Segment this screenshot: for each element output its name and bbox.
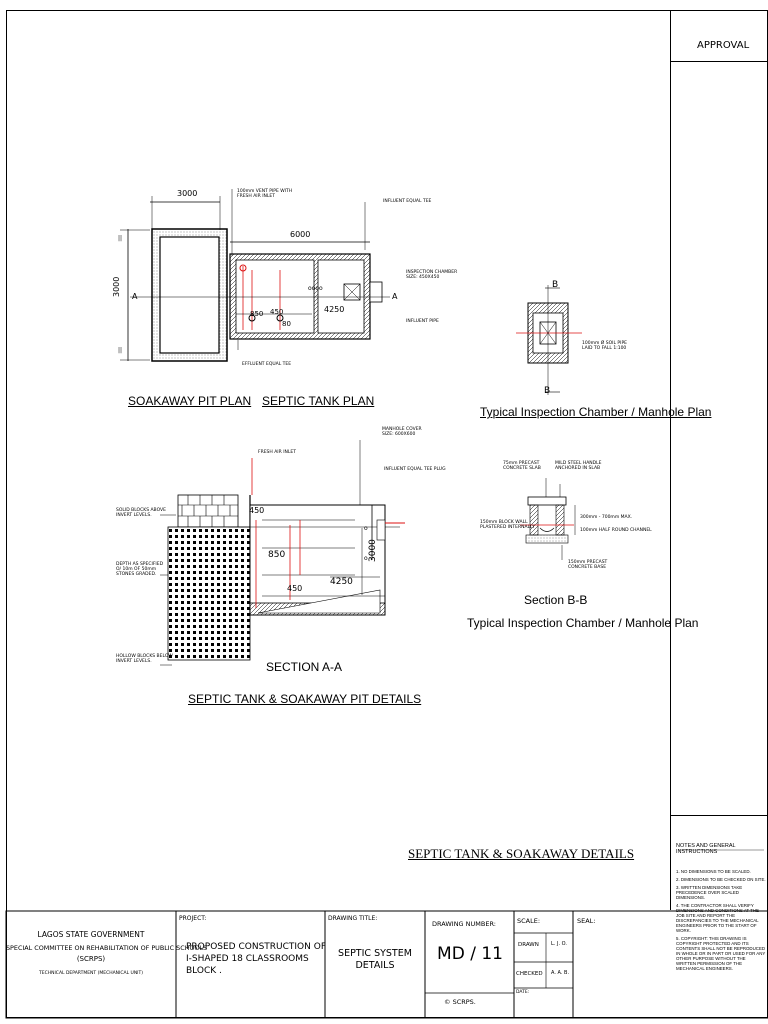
depth-spec-label: DEPTH AS SPECIFIED O/ 10m OF 50mm STONES… [116,562,164,577]
date-label: DATE: [516,990,530,995]
manhole-cover-label: MANHOLE COVER SIZE: 600X600 [382,427,422,437]
fresh-air-label: FRESH AIR INLET [258,450,296,455]
dim-850: 850 [250,310,264,318]
approval-divider [670,61,768,62]
org-block: LAGOS STATE GOVERNMENT SPECIAL COMMITTEE… [6,930,208,976]
septic-tank-plan: oooo [130,189,390,350]
drawing-number-value: MD / 11 [437,944,503,964]
note-1: 1. NO DIMENSIONS TO BE SCALED. [676,869,751,874]
heading-section-aa: SECTION A-A [266,660,343,674]
soakaway-pit-plan: || || [118,196,228,362]
heading-soakaway-plan: SOAKAWAY PIT PLAN [128,394,252,408]
dim-80: 80 [282,320,291,328]
copyright-label: © SCRPS. [444,998,476,1006]
soil-pipe-label: 100mm Ø SOIL PIPE LAID TO FALL 1:100 [582,341,628,351]
org-line-2: SPECIAL COMMITTEE ON REHABILITATION OF P… [6,944,208,952]
drawn-label: DRAWN [518,942,539,948]
heading-manhole-plan-bottom: Typical Inspection Chamber / Manhole Pla… [467,616,699,630]
org-line-4: TECHNICAL DEPARTMENT (MECHANICAL UNIT) [38,971,144,976]
precast-base-label: 150mm PRECAST CONCRETE BASE [568,560,608,570]
section-aa: o o [160,440,405,666]
dim-4250: 4250 [324,305,345,314]
effluent-tee-label: EFFLUENT EQUAL TEE [242,362,292,367]
manhole-plan [516,285,582,395]
checked-value: A. A. B. [551,970,570,976]
dim-3000-top: 3000 [177,189,198,198]
approval-column [670,10,768,910]
sec-dim-450b: 450 [287,584,303,593]
section-bb [520,478,576,560]
sec-dim-850: 850 [268,550,286,560]
drawing-title-label: DRAWING TITLE: [328,915,378,922]
influent-plug-label: INFLUENT EQUAL TEE PLUG [384,467,446,472]
project-value: PROPOSED CONSTRUCTION OF I-SHAPED 18 CLA… [186,942,326,976]
note-2: 2. DIMENSIONS TO BE CHECKED ON SITE. [676,877,766,882]
checked-label: CHECKED [516,971,543,977]
dim-450: 450 [270,308,284,316]
channel-label: 100mm HALF ROUND CHANNEL [580,528,652,533]
solid-blocks-label: SOLID BLOCKS ABOVE INVERT LEVELS. [116,508,166,518]
drawing-title-value: SEPTIC SYSTEM DETAILS [338,948,412,971]
org-line-3: (SCRPS) [76,955,106,963]
mild-steel-label: MILD STEEL HANDLE ANCHORED IN SLAB [555,461,602,471]
svg-text:o: o [364,555,368,562]
svg-text:||: || [118,347,122,354]
dim-6000: 6000 [290,230,311,239]
precast-slab-label: 75mm PRECAST CONCRETE SLAB [503,461,541,471]
vent-pipe-label: 100mm VENT PIPE WITH FRESH AIR INLET [237,189,293,199]
inspection-chamber-label: INSPECTION CHAMBER SIZE: 450X450 [406,270,458,280]
svg-text:||: || [118,235,122,242]
drawing-number-label: DRAWING NUMBER: [432,920,496,928]
org-line-1: LAGOS STATE GOVERNMENT [37,930,145,939]
section-a-left: A [132,292,138,301]
dim-3000-side: 3000 [112,276,121,297]
influent-pipe-label: INFLUENT PIPE [406,319,439,324]
svg-text:oooo: oooo [308,285,323,292]
section-b-bottom: B [544,386,551,396]
sec-dim-4250: 4250 [330,577,353,587]
sec-dim-3000: 3000 [368,539,378,562]
notes-divider [670,815,768,816]
scale-label: SCALE: [517,917,541,925]
seal-label: SEAL: [577,917,596,925]
hollow-blocks-label: HOLLOW BLOCKS BELOW INVERT LEVELS. [116,654,173,664]
heading-section-bb: Section B-B [524,593,588,607]
section-b-top: B [552,280,559,290]
heading-manhole-plan-top: Typical Inspection Chamber / Manhole Pla… [480,405,712,419]
main-drawing-title: SEPTIC TANK & SOAKAWAY DETAILS [408,846,635,861]
svg-text:o: o [364,525,368,532]
note-5: 5. COPYRIGHT: THIS DRAWING IS COPYRIGHT … [676,936,766,971]
heading-septic-soakaway-pit: SEPTIC TANK & SOAKAWAY PIT DETAILS [188,692,422,706]
drawn-value: L. J. O. [551,941,567,947]
notes-panel: NOTES AND GENERAL INSTRUCTIONS 1. NO DIM… [676,843,766,971]
notes-title: NOTES AND GENERAL INSTRUCTIONS [676,843,736,855]
heading-septic-plan: SEPTIC TANK PLAN [262,394,375,408]
depth-max-label: 300mm - 700mm MAX. [580,515,633,520]
note-3: 3. WRITTEN DIMENSIONS TAKE PRECEDENCE OV… [676,885,743,900]
note-4: 4. THE CONTRACTOR SHALL VERIFY DIMENSION… [676,903,759,933]
approval-label: APPROVAL [697,40,750,51]
section-a-right: A [392,292,398,301]
block-wall-label: 150mm BLOCK WALL PLASTERED INTERNALLY [480,520,535,530]
influent-tee-label: INFLUENT EQUAL TEE [383,199,432,204]
sec-dim-450: 450 [249,506,265,515]
project-label: PROJECT: [179,915,207,922]
